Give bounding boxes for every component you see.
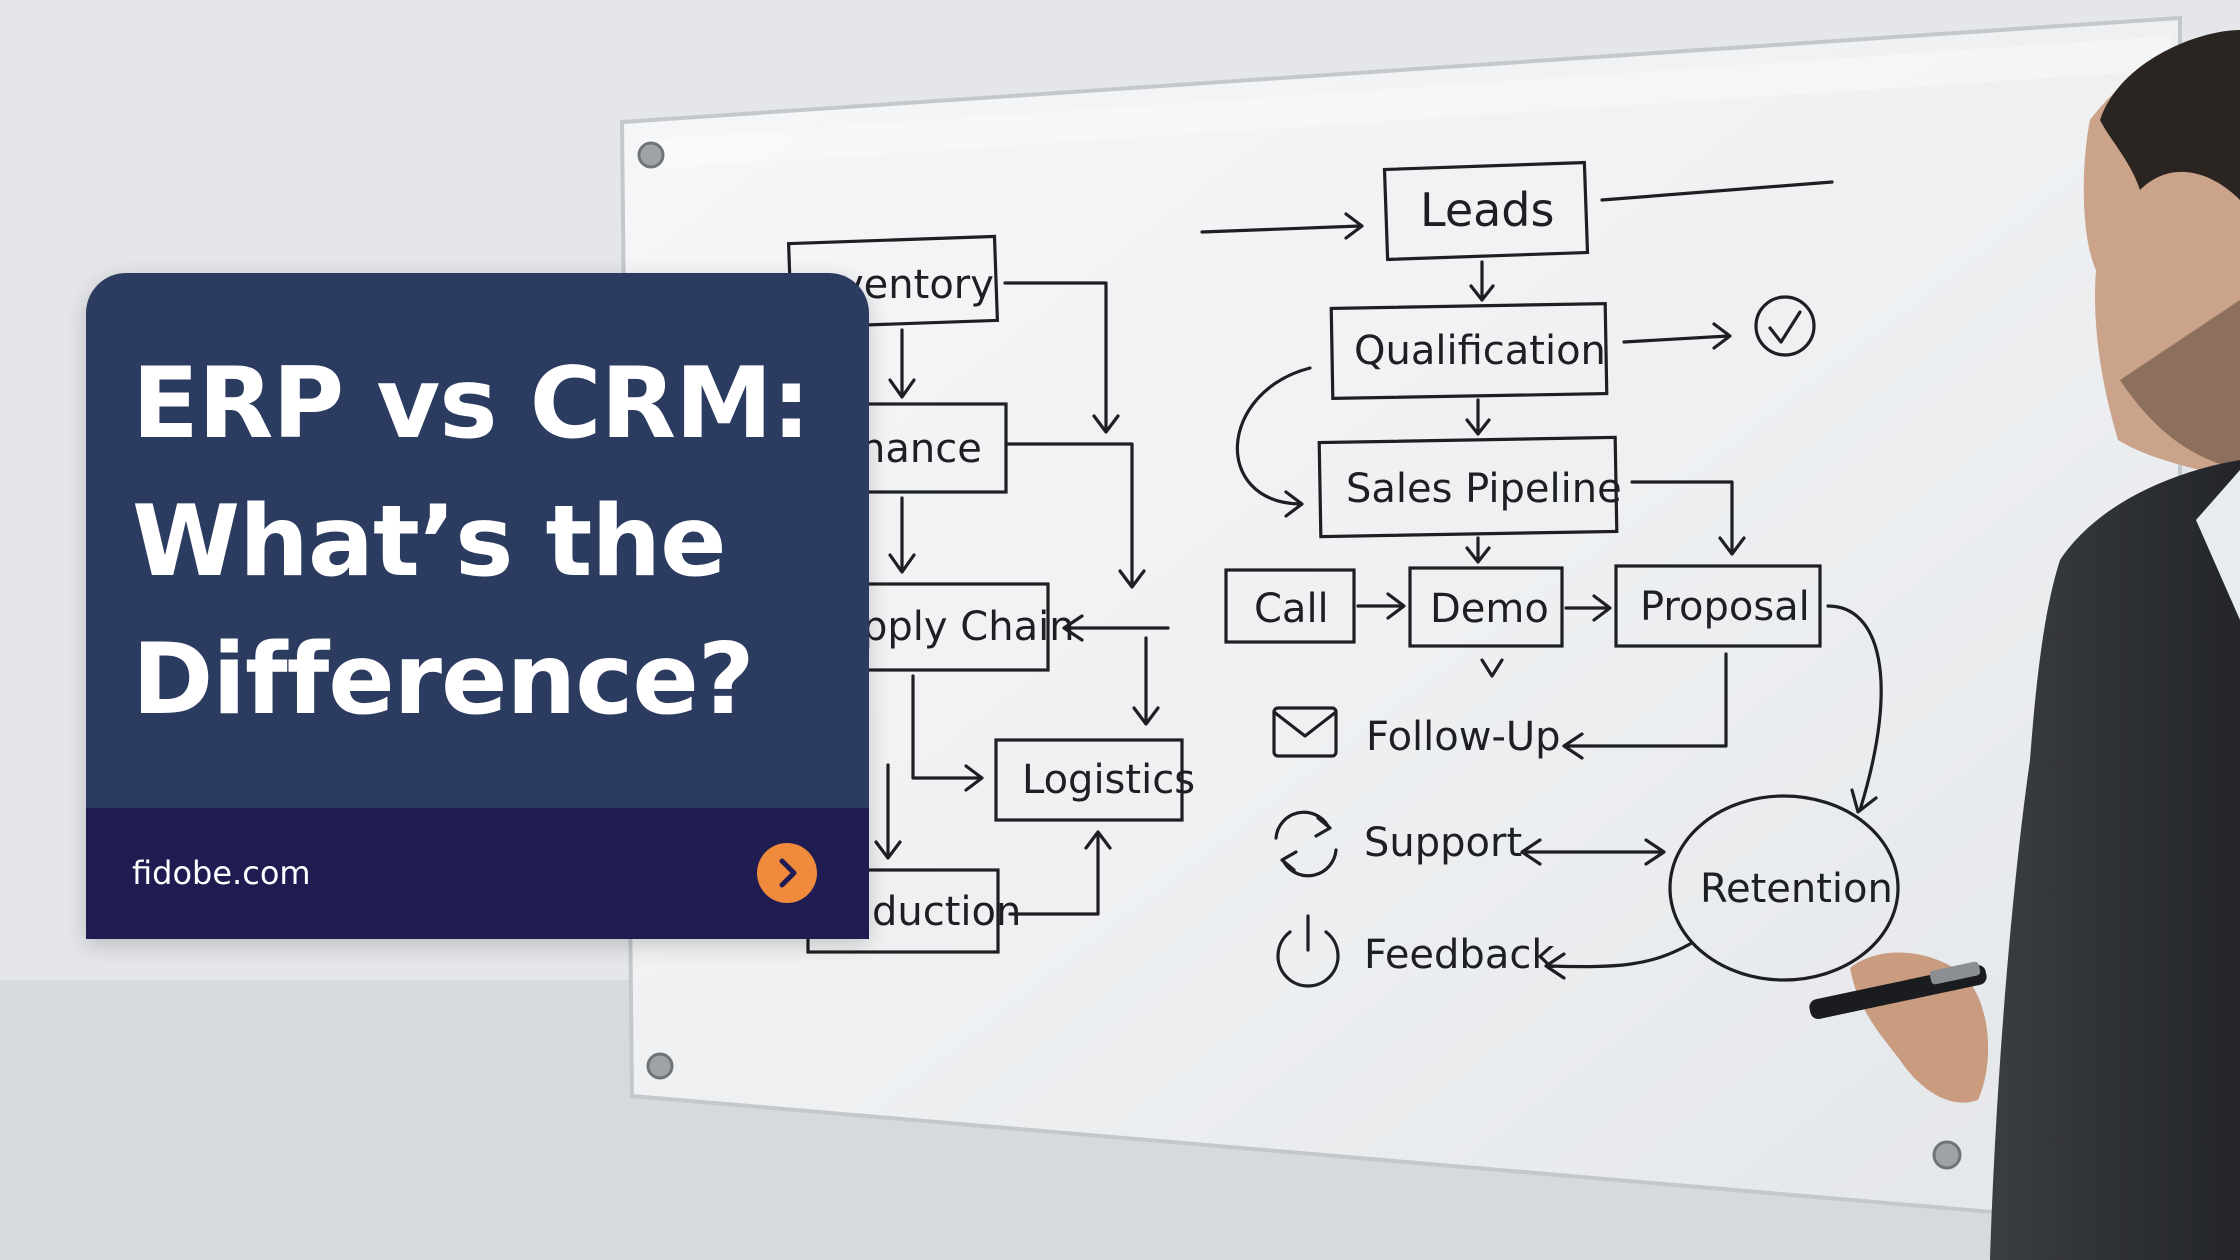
envelope-icon xyxy=(1272,706,1338,758)
crm-label-qualification: Qualification xyxy=(1354,328,1606,374)
crm-label-sales-pipeline: Sales Pipeline xyxy=(1346,466,1622,512)
crm-label-call: Call xyxy=(1254,586,1329,632)
page-title: ERP vs CRM: What’s the Difference? xyxy=(132,335,852,749)
power-icon xyxy=(1276,914,1340,988)
crm-retention-circle xyxy=(1668,794,1900,982)
crm-label-demo: Demo xyxy=(1430,586,1549,632)
title-line: What’s the xyxy=(132,485,727,599)
crm-label-leads: Leads xyxy=(1420,183,1554,237)
crm-box-proposal xyxy=(1614,564,1822,648)
erp-label-production: duction xyxy=(872,889,1021,935)
crm-label-support: Support xyxy=(1364,820,1522,866)
crm-box-demo xyxy=(1408,566,1564,648)
chevron-right-icon xyxy=(779,858,797,888)
crm-box-leads xyxy=(1382,160,1590,262)
check-circle-icon xyxy=(1754,295,1816,357)
erp-box-logistics xyxy=(994,738,1184,822)
crm-label-feedback: Feedback xyxy=(1364,932,1555,978)
next-button[interactable] xyxy=(757,843,817,903)
crm-box-sales-pipeline xyxy=(1317,435,1619,539)
erp-label-finance: nance xyxy=(860,426,982,472)
erp-label-logistics: Logistics xyxy=(1022,757,1195,803)
card-title-area: ERP vs CRM: What’s the Difference? xyxy=(86,273,869,808)
mount-bolt xyxy=(646,1052,674,1080)
crm-box-call xyxy=(1224,568,1356,644)
refresh-icon xyxy=(1274,810,1338,878)
article-card: ERP vs CRM: What’s the Difference? fidob… xyxy=(86,273,869,939)
person xyxy=(1809,30,2240,1260)
title-line: Difference? xyxy=(132,623,755,737)
crm-label-follow-up: Follow-Up xyxy=(1366,714,1561,760)
crm-label-proposal: Proposal xyxy=(1640,584,1810,630)
crm-box-qualification xyxy=(1329,301,1609,401)
crm-label-retention: Retention xyxy=(1700,866,1893,912)
title-line: ERP vs CRM: xyxy=(132,347,811,461)
mount-bolt xyxy=(1932,1140,1962,1170)
erp-label-supply-chain: pply Chain xyxy=(862,604,1075,650)
card-footer: fidobe.com xyxy=(86,808,869,939)
mount-bolt xyxy=(637,141,665,169)
site-link[interactable]: fidobe.com xyxy=(132,854,311,892)
